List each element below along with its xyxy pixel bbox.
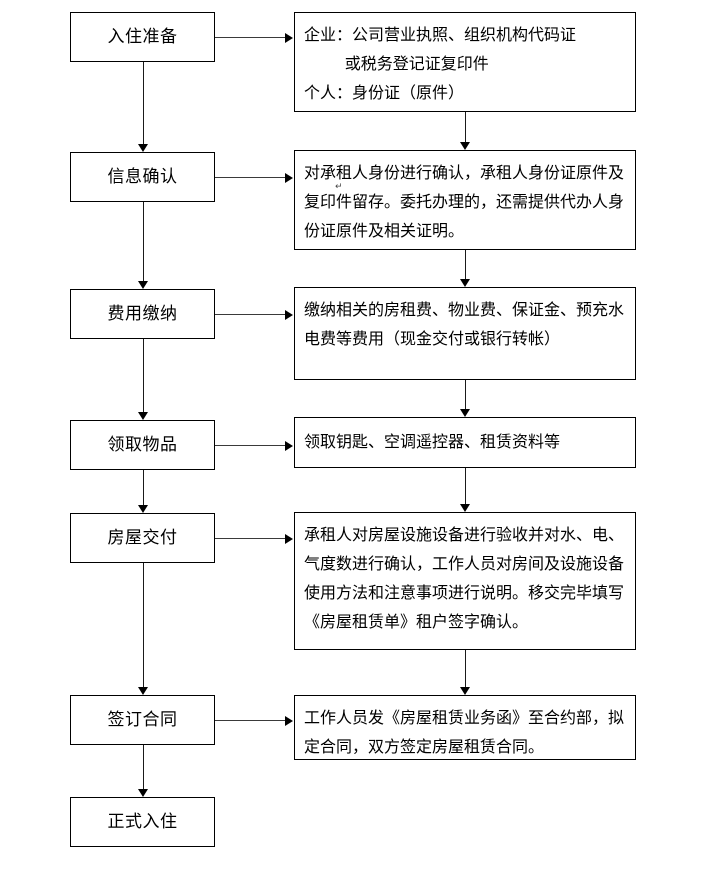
arrow-detail2-detail3-icon <box>460 279 470 287</box>
stage-label: 正式入住 <box>107 812 178 832</box>
arrow-stage5-detail5-icon <box>285 534 293 544</box>
arrow-detail1-detail2-icon <box>460 142 470 150</box>
stage-box-feiyongjiaona[interactable]: 费用缴纳 <box>70 289 215 339</box>
arrow-stage3-stage4-icon <box>138 412 148 420</box>
detail-text: 企业：公司营业执照、组织机构代码证 或税务登记证复印件 个人：身份证（原件） <box>304 25 577 102</box>
connector-stage3-detail3 <box>215 314 285 315</box>
arrow-stage6-detail6-icon <box>285 716 293 726</box>
arrow-stage3-detail3-icon <box>285 310 293 320</box>
connector-stage2-detail2 <box>215 177 285 178</box>
stage-label: 签订合同 <box>107 710 178 730</box>
connector-detail3-detail4 <box>465 380 466 409</box>
arrow-stage2-detail2-icon <box>285 173 293 183</box>
stage-label: 领取物品 <box>107 435 178 455</box>
detail-box-feiyongjiaona[interactable]: 缴纳相关的房租费、物业费、保证金、预充水电费等费用（现金交付或银行转帐） <box>294 287 636 380</box>
connector-stage5-detail5 <box>215 538 285 539</box>
stage-box-zhengshiruzhu[interactable]: 正式入住 <box>70 797 215 847</box>
arrow-stage5-stage6-icon <box>138 687 148 695</box>
detail-box-xinxiqueren[interactable]: 对承租人身份进行确认，承租人身份证原件及复印件留存。委托办理的，还需提供代办人身… <box>294 150 636 250</box>
stage-label: 房屋交付 <box>107 528 178 548</box>
connector-detail1-detail2 <box>465 112 466 142</box>
connector-stage2-stage3 <box>143 202 144 281</box>
paragraph-return-mark: ↵ <box>335 182 343 192</box>
arrow-stage4-detail4-icon <box>285 441 293 451</box>
arrow-stage2-stage3-icon <box>138 281 148 289</box>
stage-label: 入住准备 <box>107 27 178 47</box>
detail-text: 工作人员发《房屋租赁业务函》至合约部，拟定合同，双方签定房屋租赁合同。 <box>304 708 625 756</box>
stage-label: 费用缴纳 <box>107 304 178 324</box>
stage-box-lingquwupin[interactable]: 领取物品 <box>70 420 215 470</box>
stage-label: 信息确认 <box>107 167 178 187</box>
arrow-detail3-detail4-icon <box>460 409 470 417</box>
connector-stage4-detail4 <box>215 445 285 446</box>
arrow-detail5-detail6-icon <box>460 687 470 695</box>
connector-detail2-detail3 <box>465 250 466 279</box>
connector-stage5-stage6 <box>143 563 144 687</box>
connector-detail4-detail5 <box>465 468 466 504</box>
detail-text: 承租人对房屋设施设备进行验收并对水、电、气度数进行确认，工作人员对房间及设施设备… <box>304 525 625 631</box>
connector-stage4-stage5 <box>143 470 144 505</box>
detail-text: 领取钥匙、空调遥控器、租赁资料等 <box>304 432 561 451</box>
detail-box-lingquwupin[interactable]: 领取钥匙、空调遥控器、租赁资料等 <box>294 417 636 468</box>
connector-stage1-stage2 <box>143 62 144 144</box>
connector-stage6-stage7 <box>143 745 144 789</box>
stage-box-qiandinghetong[interactable]: 签订合同 <box>70 695 215 745</box>
detail-box-fangwujiaofu[interactable]: 承租人对房屋设施设备进行验收并对水、电、气度数进行确认，工作人员对房间及设施设备… <box>294 512 636 650</box>
arrow-stage4-stage5-icon <box>138 505 148 513</box>
connector-stage3-stage4 <box>143 339 144 412</box>
detail-box-qiandinghetong[interactable]: 工作人员发《房屋租赁业务函》至合约部，拟定合同，双方签定房屋租赁合同。 <box>294 695 636 760</box>
detail-text: 对承租人身份进行确认，承租人身份证原件及复印件留存。委托办理的，还需提供代办人身… <box>304 163 625 240</box>
arrow-stage1-detail1-icon <box>285 33 293 43</box>
connector-stage6-detail6 <box>215 720 285 721</box>
arrow-stage1-stage2-icon <box>138 144 148 152</box>
arrow-stage6-stage7-icon <box>138 789 148 797</box>
detail-text: 缴纳相关的房租费、物业费、保证金、预充水电费等费用（现金交付或银行转帐） <box>304 300 625 348</box>
stage-box-fangwujiaofu[interactable]: 房屋交付 <box>70 513 215 563</box>
connector-detail5-detail6 <box>465 650 466 687</box>
detail-box-ruzhuzhunbei[interactable]: 企业：公司营业执照、组织机构代码证 或税务登记证复印件 个人：身份证（原件） <box>294 12 636 112</box>
stage-box-ruzhuzhunbei[interactable]: 入住准备 <box>70 12 215 62</box>
connector-stage1-detail1 <box>215 37 285 38</box>
stage-box-xinxiqueren[interactable]: 信息确认 <box>70 152 215 202</box>
arrow-detail4-detail5-icon <box>460 504 470 512</box>
